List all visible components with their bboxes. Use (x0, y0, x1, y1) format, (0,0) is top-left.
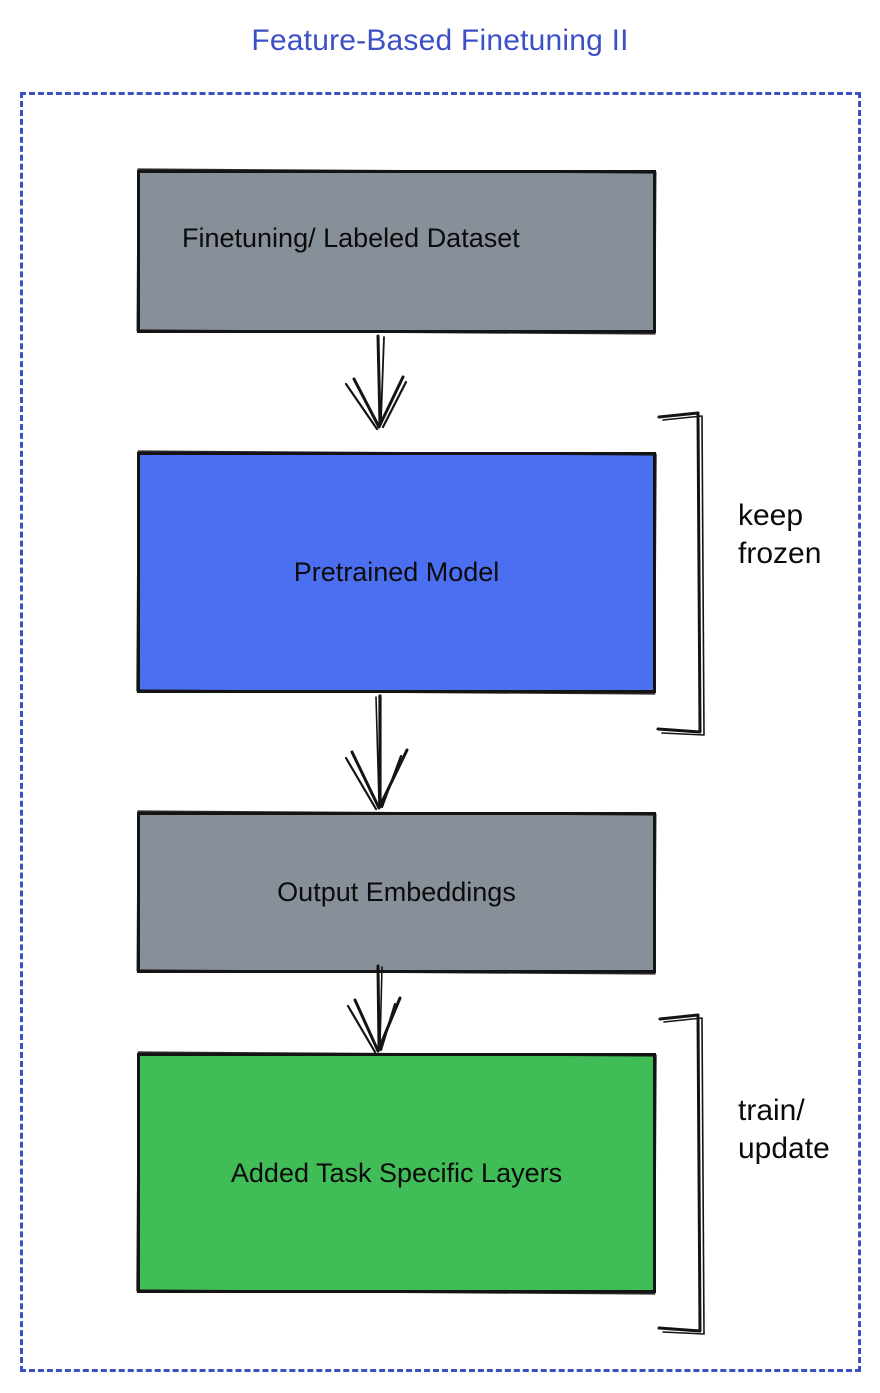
node-finetuning-dataset-label: Finetuning/ Labeled Dataset (182, 223, 520, 253)
node-pretrained-model: Pretrained Model (137, 452, 656, 693)
node-pretrained-model-label: Pretrained Model (293, 557, 500, 587)
diagram-title: Feature-Based Finetuning II (251, 24, 629, 57)
dotted-border-frame (20, 92, 861, 1372)
annotation-train-update-line1: train/ (738, 1094, 805, 1127)
annotation-train-update-line2: update (738, 1132, 830, 1165)
annotation-keep-frozen-line2: frozen (738, 537, 822, 570)
node-added-task-layers: Added Task Specific Layers (137, 1053, 656, 1293)
node-output-embeddings: Output Embeddings (137, 812, 656, 973)
node-finetuning-dataset: Finetuning/ Labeled Dataset (137, 170, 656, 333)
annotation-train-update: train/ update (738, 1092, 830, 1168)
node-added-task-layers-label: Added Task Specific Layers (230, 1157, 563, 1188)
annotation-keep-frozen-line1: keep (738, 499, 804, 532)
node-output-embeddings-label: Output Embeddings (277, 877, 516, 907)
annotation-keep-frozen: keep frozen (738, 497, 821, 573)
